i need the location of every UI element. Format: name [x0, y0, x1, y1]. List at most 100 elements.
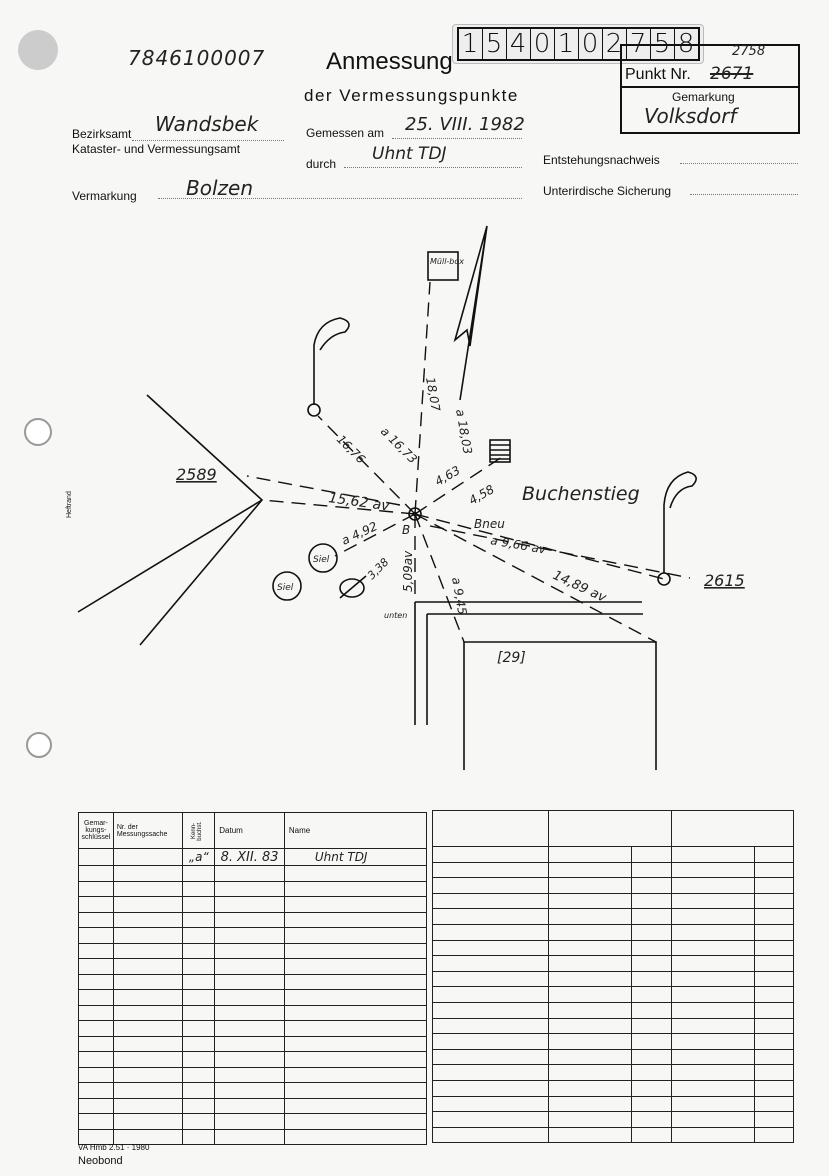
empty-cell	[547, 1048, 633, 1066]
empty-cell	[754, 923, 794, 941]
empty-cell	[671, 955, 756, 972]
empty-cell	[754, 1095, 794, 1113]
gemessen-line	[392, 138, 522, 139]
empty-cell	[754, 877, 794, 894]
empty-table-row	[432, 846, 794, 863]
empty-table-row	[78, 896, 428, 913]
empty-cell	[112, 911, 184, 928]
empty-cell	[671, 1126, 756, 1144]
empty-table-row	[78, 1082, 428, 1099]
empty-cell	[547, 1033, 633, 1050]
house-outline	[463, 641, 657, 770]
empty-cell	[112, 1020, 184, 1037]
empty-cell	[182, 1020, 216, 1037]
empty-cell	[754, 1079, 794, 1097]
empty-cell	[631, 970, 673, 988]
empty-cell	[631, 939, 673, 957]
table-header-row	[432, 810, 794, 847]
empty-cell	[112, 1082, 184, 1099]
empty-cell	[671, 1064, 756, 1081]
empty-cell	[547, 1095, 633, 1113]
empty-table-row	[78, 1097, 428, 1114]
empty-cell	[671, 908, 756, 925]
empty-cell	[547, 892, 633, 910]
measurement: a 9,66 av	[489, 533, 548, 557]
gemarkung-label: Gemarkung	[672, 90, 735, 104]
empty-cell	[214, 958, 285, 975]
measurement: a 4,92	[339, 519, 379, 548]
document-number: 7846100007	[128, 46, 266, 70]
empty-cell	[432, 955, 549, 972]
empty-cell	[112, 1004, 184, 1021]
empty-cell	[432, 986, 549, 1003]
empty-table-row	[432, 892, 794, 910]
empty-cell	[112, 1097, 184, 1114]
empty-cell	[754, 955, 794, 972]
siel-label: Siel	[313, 555, 330, 565]
bezirksamt-value: Wandsbek	[155, 112, 259, 136]
form-title: Anmessung	[326, 48, 453, 75]
siel-circle	[272, 571, 302, 601]
empty-cell	[112, 989, 184, 1006]
crossed-marker-icon	[339, 578, 365, 598]
empty-cell	[283, 1020, 428, 1037]
empty-cell	[283, 958, 428, 975]
empty-table-row	[78, 1128, 428, 1145]
empty-cell	[214, 1128, 285, 1145]
empty-cell	[283, 1113, 428, 1130]
empty-cell	[754, 970, 794, 988]
empty-table-row	[78, 1113, 428, 1130]
empty-table-row	[432, 970, 794, 988]
empty-cell	[112, 880, 184, 897]
empty-cell	[547, 923, 633, 941]
empty-table-row	[432, 1095, 794, 1113]
empty-cell	[112, 896, 184, 913]
empty-cell	[547, 861, 633, 879]
empty-cell	[631, 1126, 673, 1144]
empty-cell	[547, 955, 633, 972]
empty-cell	[283, 927, 428, 944]
header-datum: Datum	[214, 812, 285, 849]
measurement: a 16,73	[378, 424, 420, 466]
empty-cell	[283, 1066, 428, 1083]
empty-cell	[547, 1126, 633, 1144]
empty-table-row	[432, 986, 794, 1003]
vermarkung-line	[158, 198, 522, 199]
empty-table-row	[78, 1004, 428, 1021]
empty-cell	[112, 973, 184, 990]
form-code: VA Hmb 2.51 · 1980	[78, 1143, 150, 1152]
house-number: [29]	[497, 650, 526, 666]
header-cell	[547, 810, 673, 847]
measurement: 15,62 av	[327, 490, 391, 514]
punkt-new-number: 2758	[732, 44, 766, 59]
empty-cell	[182, 1128, 216, 1145]
bezirksamt-line	[132, 140, 284, 141]
empty-cell	[78, 1051, 114, 1068]
empty-table-row	[78, 911, 428, 928]
sicherung-label: Unterirdische Sicherung	[543, 184, 672, 198]
empty-cell	[214, 865, 285, 882]
empty-cell	[432, 1079, 549, 1097]
empty-cell	[214, 927, 285, 944]
empty-table-row	[432, 1111, 794, 1128]
punkt-box: Punkt Nr. 2758 2671 Gemarkung Volksdorf	[620, 44, 800, 134]
punch-hole-top	[18, 30, 58, 70]
measurement-history-table: Gemar-kungs-schlüssel Nr. der Messungssa…	[78, 812, 428, 1145]
empty-cell	[214, 1066, 285, 1083]
empty-cell	[78, 880, 114, 897]
empty-cell	[214, 896, 285, 913]
empty-cell	[182, 1113, 216, 1130]
header-kenn-label: Kenn-buchst.	[191, 820, 204, 841]
empty-cell	[182, 973, 216, 990]
empty-cell	[547, 1064, 633, 1081]
empty-table-row	[432, 1048, 794, 1066]
empty-cell	[283, 1097, 428, 1114]
header-cell	[671, 810, 794, 847]
empty-cell	[112, 958, 184, 975]
empty-cell	[754, 1001, 794, 1019]
empty-cell	[182, 1082, 216, 1099]
empty-table-row	[432, 908, 794, 925]
empty-cell	[754, 892, 794, 910]
empty-cell	[283, 880, 428, 897]
empty-cell	[283, 1004, 428, 1021]
